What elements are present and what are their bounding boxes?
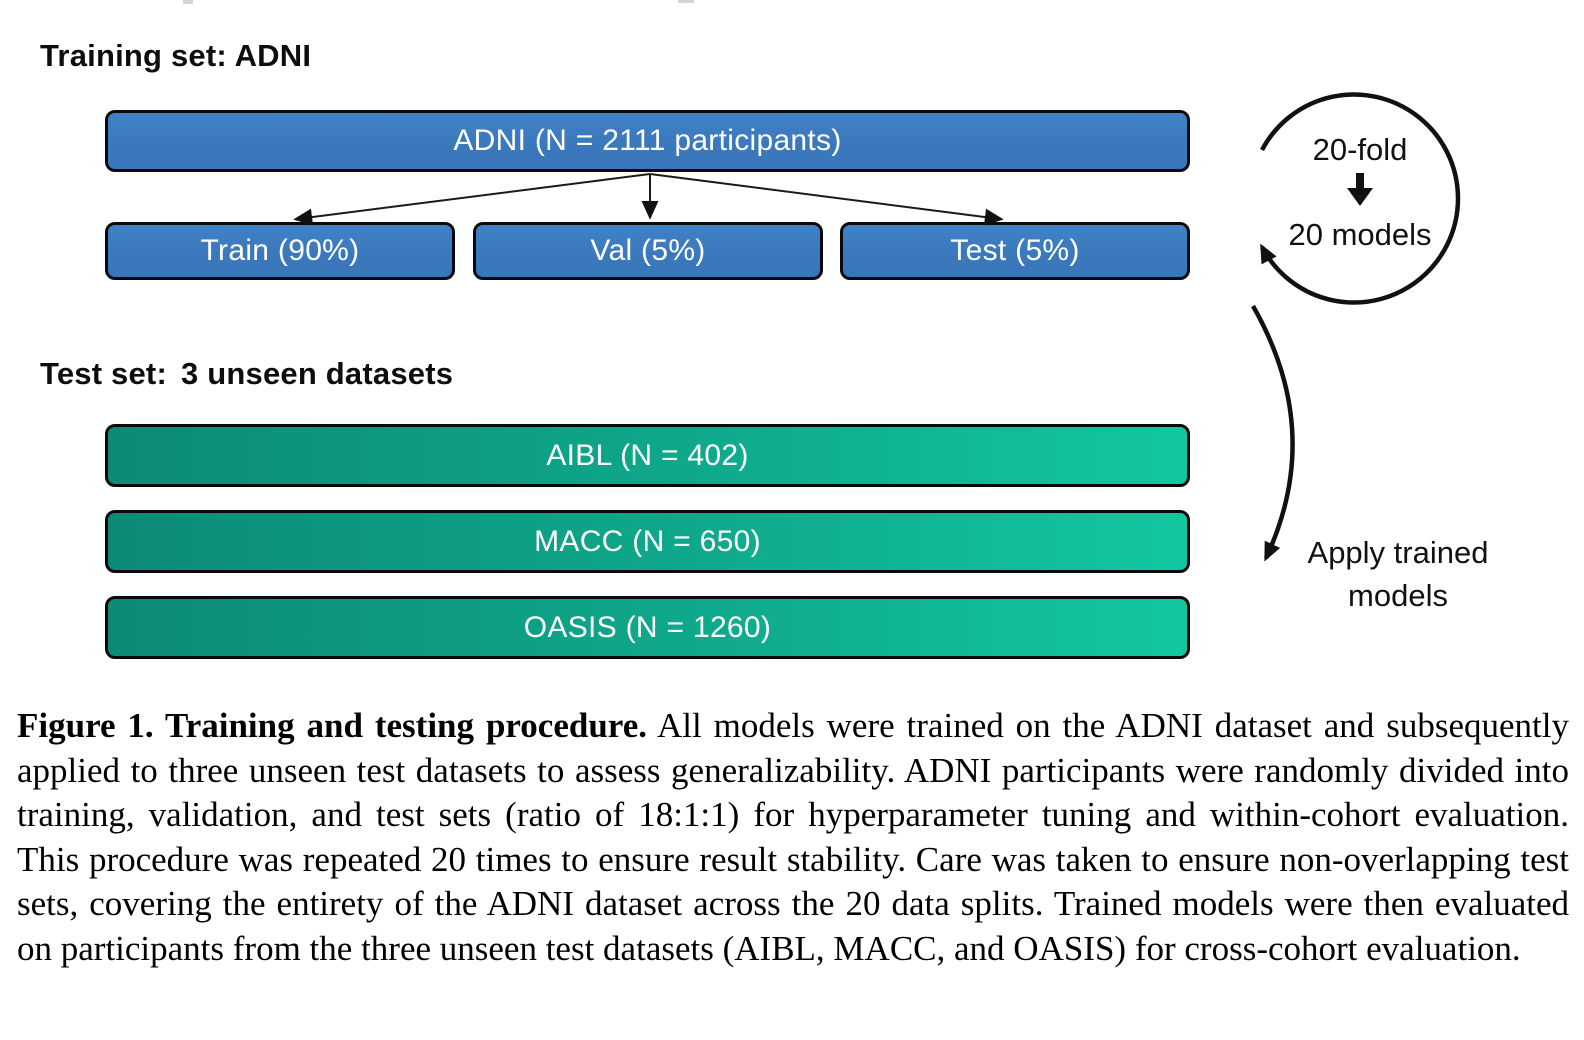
- split-arrows: [293, 173, 1004, 226]
- test-split-box: Test (5%): [840, 222, 1190, 280]
- test-set-heading-prefix: Test set:: [40, 356, 167, 391]
- figure-caption: Figure 1. Training and testing procedure…: [17, 704, 1569, 971]
- aibl-box: AIBL (N = 402): [105, 424, 1190, 487]
- figure-caption-body: All models were trained on the ADNI data…: [17, 706, 1569, 968]
- val-split-box: Val (5%): [473, 222, 823, 280]
- adni-box: ADNI (N = 2111 participants): [105, 110, 1190, 172]
- models-count-label: 20 models: [1288, 217, 1432, 252]
- train-split-box: Train (90%): [105, 222, 455, 280]
- arrow-to-train: [293, 173, 651, 226]
- oasis-box: OASIS (N = 1260): [105, 596, 1190, 659]
- apply-trained-models-label: Apply trained models: [1307, 535, 1489, 613]
- apply-arrow-icon: [1251, 304, 1295, 562]
- test-set-heading: Test set: 3 unseen datasets: [40, 356, 453, 392]
- test-set-heading-rest: 3 unseen datasets: [180, 356, 454, 391]
- cropped-text-artifact: [183, 0, 193, 4]
- arrow-to-test: [649, 173, 1004, 226]
- macc-box: MACC (N = 650): [105, 510, 1190, 573]
- cropped-text-artifact: [678, 0, 694, 3]
- training-set-heading: Training set: ADNI: [40, 38, 312, 73]
- fold-cycle-label: 20-fold 20 models: [1268, 132, 1452, 253]
- down-arrow-icon: [1344, 173, 1376, 215]
- fold-count-label: 20-fold: [1312, 132, 1408, 167]
- figure-caption-lead: Figure 1. Training and testing procedure…: [17, 706, 647, 745]
